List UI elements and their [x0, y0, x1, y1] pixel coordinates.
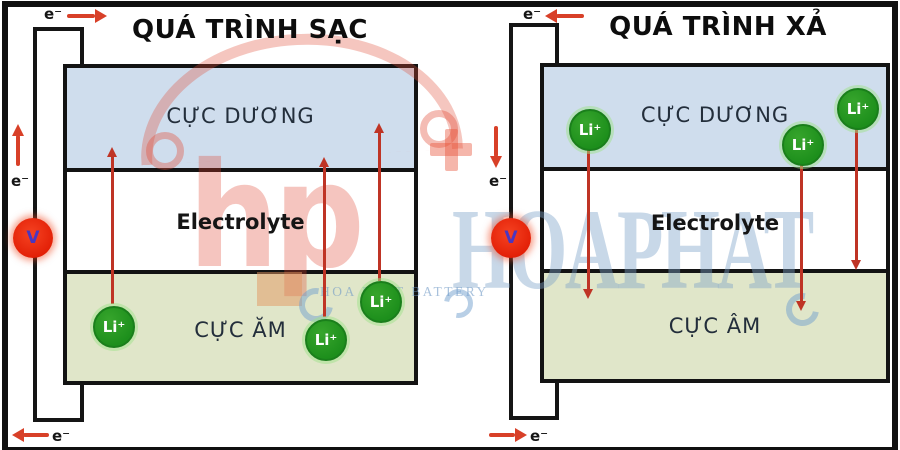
ion-arrow-up-icon [374, 123, 384, 133]
electron-label: e⁻ [523, 5, 542, 23]
electron-arrow-right-icon [489, 433, 515, 437]
ion-arrow-up-icon [111, 157, 114, 304]
voltmeter-label: V [26, 228, 40, 248]
ion-label: Li⁺ [314, 331, 338, 349]
positive-electrode-layer [67, 68, 414, 168]
lithium-ion: Li⁺ [782, 124, 824, 166]
electron-arrow-up-icon [12, 124, 24, 136]
layer-divider [67, 270, 414, 274]
electron-label: e⁻ [530, 427, 549, 445]
battery-box [540, 63, 890, 383]
electron-arrow-right-icon [95, 9, 107, 23]
ion-arrow-up-icon [378, 133, 381, 281]
electron-label: e⁻ [11, 172, 30, 190]
ion-label: Li⁺ [791, 136, 815, 154]
lithium-ion: Li⁺ [93, 306, 135, 348]
ion-label: Li⁺ [102, 318, 126, 336]
electron-arrow-down-icon [490, 156, 502, 168]
ion-arrow-down-icon [851, 260, 861, 270]
negative-electrode-label: CỰC ÂM [668, 314, 762, 338]
electrolyte-layer [67, 172, 414, 270]
negative-electrode-label: CỰC ĂM [194, 318, 287, 342]
ion-arrow-up-icon [107, 147, 117, 157]
electron-arrow-left-icon [556, 14, 584, 18]
wire-segment [33, 27, 84, 31]
electron-arrow-right-icon [515, 428, 527, 442]
electrolyte-label: Electrolyte [176, 210, 305, 234]
electron-arrow-down-icon [494, 126, 498, 157]
electron-arrow-left-icon [12, 428, 24, 442]
electron-label: e⁻ [52, 427, 71, 445]
ion-arrow-down-icon [587, 149, 590, 289]
wire-segment [555, 381, 559, 420]
battery-box [63, 64, 418, 385]
wire-segment [509, 23, 559, 27]
voltmeter-label: V [504, 228, 518, 248]
wire-segment [509, 416, 559, 420]
wire-segment [33, 418, 84, 422]
positive-electrode-label: CỰC DƯƠNG [640, 103, 790, 127]
ion-label: Li⁺ [578, 121, 602, 139]
wire-segment [555, 23, 559, 67]
lithium-ion: Li⁺ [360, 281, 402, 323]
electron-label: e⁻ [489, 172, 508, 190]
ion-label: Li⁺ [369, 293, 393, 311]
layer-divider [544, 167, 886, 171]
electron-arrow-right-icon [67, 14, 95, 18]
electrolyte-label: Electrolyte [650, 211, 780, 235]
lithium-ion: Li⁺ [569, 109, 611, 151]
electron-arrow-left-icon [545, 9, 557, 23]
lithium-ion: Li⁺ [837, 88, 879, 130]
positive-electrode-label: CỰC DƯƠNG [166, 104, 315, 128]
ion-arrow-down-icon [583, 289, 593, 299]
electron-arrow-up-icon [16, 135, 20, 166]
electron-arrow-left-icon [23, 433, 49, 437]
wire-segment [80, 383, 84, 422]
layer-divider [544, 269, 886, 273]
ion-arrow-up-icon [319, 157, 329, 167]
negative-electrode-layer [544, 273, 886, 379]
electron-label: e⁻ [44, 5, 63, 23]
voltmeter: V [13, 218, 53, 258]
electrolyte-layer [544, 171, 886, 269]
ion-arrow-down-icon [800, 164, 803, 301]
charging-panel-title: QUÁ TRÌNH SẠC [131, 15, 369, 45]
voltmeter: V [491, 218, 531, 258]
ion-label: Li⁺ [846, 100, 870, 118]
lithium-ion: Li⁺ [305, 319, 347, 361]
wire-segment [80, 27, 84, 67]
layer-divider [67, 168, 414, 172]
ion-arrow-up-icon [323, 167, 326, 317]
discharging-panel-title: QUÁ TRÌNH XẢ [609, 12, 827, 42]
ion-arrow-down-icon [796, 301, 806, 311]
ion-arrow-down-icon [855, 128, 858, 260]
